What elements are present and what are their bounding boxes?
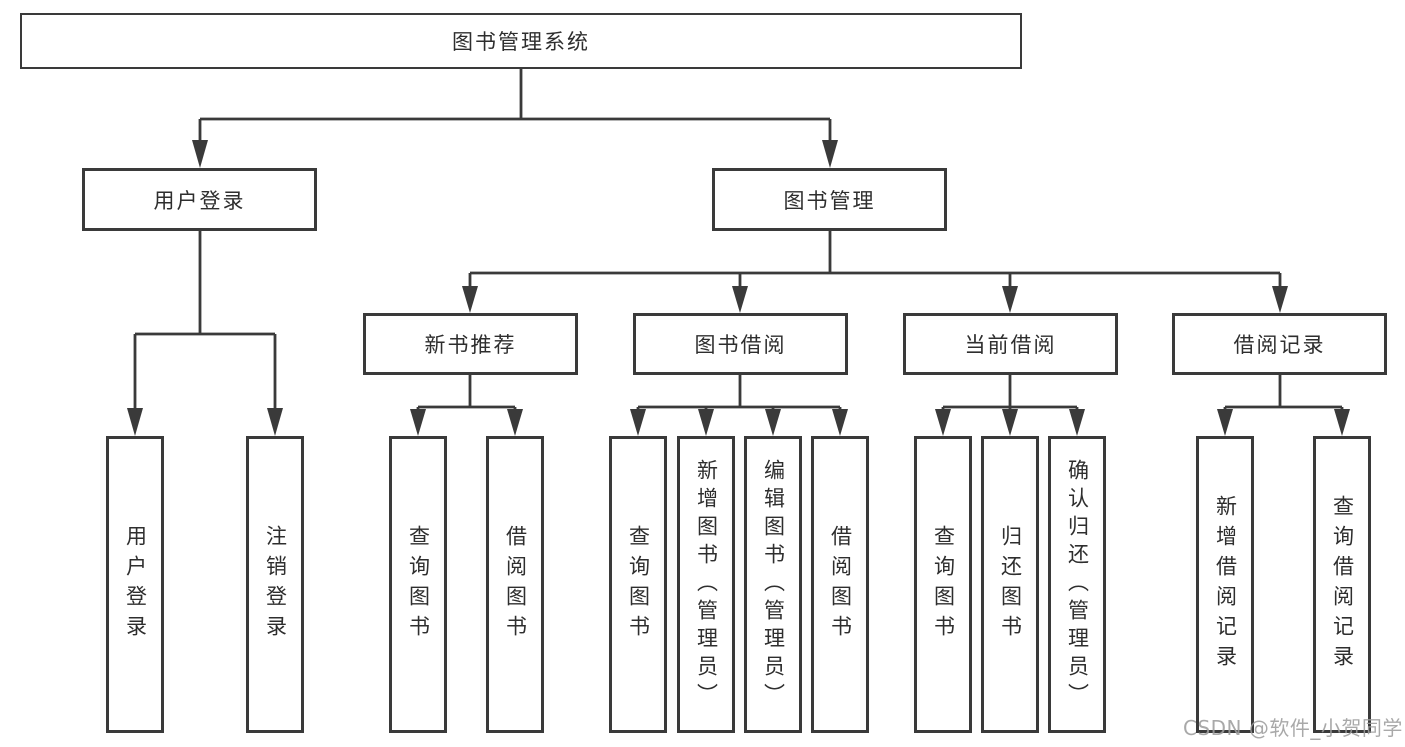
leaf-confirm-return-admin: 确认归还（管理员） xyxy=(1048,436,1106,733)
node-borrow-records: 借阅记录 xyxy=(1172,313,1387,375)
arrow-down-icon xyxy=(832,409,848,436)
arrow-down-icon xyxy=(192,140,208,168)
arrow-down-icon xyxy=(698,409,714,436)
connector-book-borrow xyxy=(636,375,842,410)
arrow-down-icon xyxy=(1002,409,1018,436)
arrow-down-icon xyxy=(765,409,781,436)
leaf-query-books: 查询图书 xyxy=(389,436,447,733)
arrow-down-icon xyxy=(1217,409,1233,436)
leaf-logout: 注销登录 xyxy=(246,436,304,733)
arrow-down-icon xyxy=(822,140,838,168)
connector-book-management xyxy=(468,231,1282,287)
csdn-watermark: CSDN @软件_小贺同学 xyxy=(1183,716,1403,740)
arrow-down-icon xyxy=(462,286,478,313)
arrow-down-icon xyxy=(1272,286,1288,313)
connector-borrow-records xyxy=(1223,375,1344,410)
connector-user-login xyxy=(133,231,277,409)
leaf-return-books: 归还图书 xyxy=(981,436,1039,733)
arrow-down-icon xyxy=(267,408,283,436)
leaf-edit-book-admin: 编辑图书（管理员） xyxy=(744,436,802,733)
leaf-add-borrow-record: 新增借阅记录 xyxy=(1196,436,1254,733)
leaf-query-books: 查询图书 xyxy=(609,436,667,733)
arrow-down-icon xyxy=(127,408,143,436)
leaf-query-borrow-record: 查询借阅记录 xyxy=(1313,436,1371,733)
arrow-down-icon xyxy=(732,286,748,313)
leaf-add-book-admin: 新增图书（管理员） xyxy=(677,436,735,733)
node-new-book-recommend: 新书推荐 xyxy=(363,313,578,375)
connector-current-borrow xyxy=(941,375,1079,410)
leaf-borrow-books: 借阅图书 xyxy=(486,436,544,733)
leaf-query-books: 查询图书 xyxy=(914,436,972,733)
arrow-down-icon xyxy=(507,409,523,436)
node-current-borrow: 当前借阅 xyxy=(903,313,1118,375)
arrow-down-icon xyxy=(1334,409,1350,436)
arrow-down-icon xyxy=(1002,286,1018,313)
leaf-borrow-books: 借阅图书 xyxy=(811,436,869,733)
connector-root xyxy=(198,69,832,141)
connector-new-book xyxy=(416,375,517,410)
node-root: 图书管理系统 xyxy=(20,13,1022,69)
node-book-borrow: 图书借阅 xyxy=(633,313,848,375)
arrow-down-icon xyxy=(1069,409,1085,436)
leaf-user-login: 用户登录 xyxy=(106,436,164,733)
arrow-down-icon xyxy=(410,409,426,436)
arrow-down-icon xyxy=(630,409,646,436)
node-book-management: 图书管理 xyxy=(712,168,947,231)
node-user-login: 用户登录 xyxy=(82,168,317,231)
arrow-down-icon xyxy=(935,409,951,436)
